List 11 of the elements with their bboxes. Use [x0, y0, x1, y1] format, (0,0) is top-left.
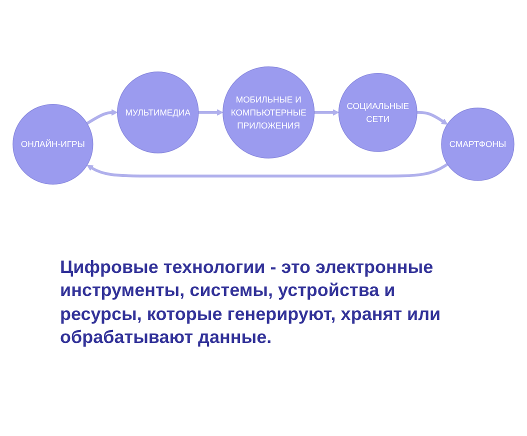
- node-circle: СОЦИАЛЬНЫЕ СЕТИ: [338, 72, 418, 152]
- node-circle: МУЛЬТИМЕДИА: [117, 71, 199, 153]
- arrow: [314, 108, 340, 116]
- arrow: [198, 108, 224, 116]
- definition-text: Цифровые технологии - это электронные инструменты, системы, устройства и ресурсы, которые генерируют, хранят или обрабатывают данные.: [60, 256, 442, 350]
- arrow: [417, 110, 448, 124]
- arrow: [86, 162, 448, 178]
- node-circle: ОНЛАЙН-ИГРЫ: [12, 103, 94, 184]
- node-circle: СМАРТФОНЫ: [441, 107, 514, 180]
- node-circle: МОБИЛЬНЫЕ И КОМПЬЮТЕРНЫЕ ПРИЛОЖЕНИЯ: [222, 66, 315, 158]
- arrow: [86, 108, 118, 124]
